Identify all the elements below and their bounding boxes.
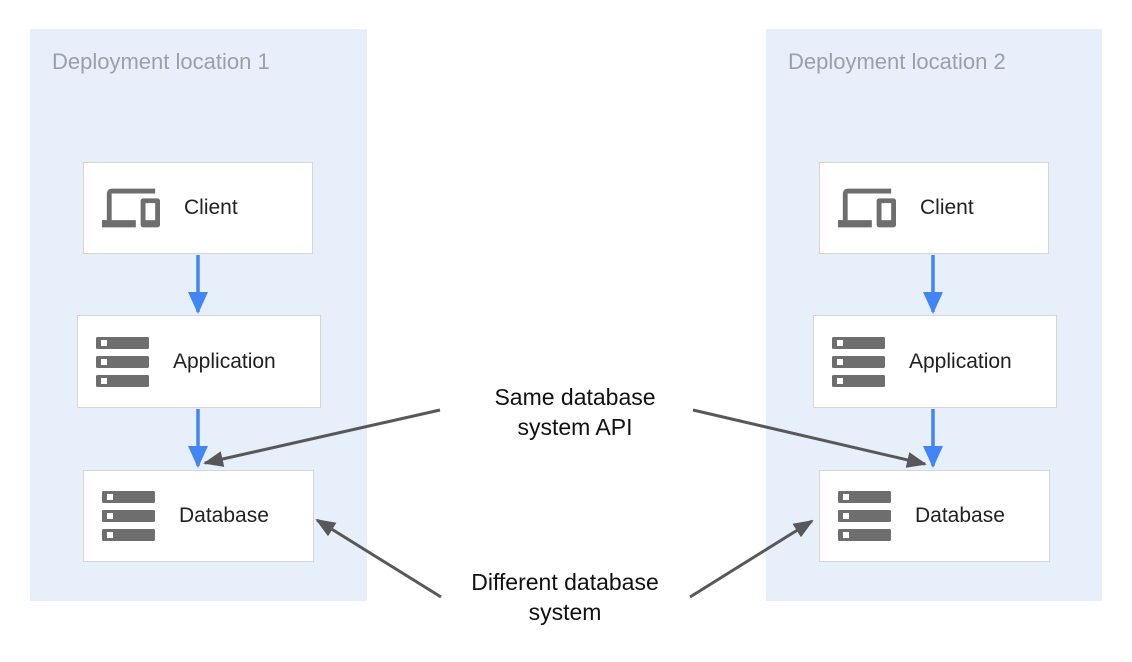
deployment-panel-1: Deployment location 1 Client <box>30 29 367 601</box>
server-stack-icon <box>96 336 149 387</box>
panel-title: Deployment location 1 <box>52 49 270 74</box>
annotation-line: Same database <box>494 384 656 410</box>
annotation-different-database-system: Different database system <box>445 567 685 627</box>
node-label: Database <box>915 504 1005 527</box>
node-database-1: Database <box>83 470 314 562</box>
annotation-line: system <box>528 599 602 625</box>
panel-title: Deployment location 2 <box>788 49 1006 74</box>
node-application-1: Application <box>77 315 321 408</box>
node-client-2: Client <box>819 162 1049 254</box>
annotation-line: system API <box>517 414 633 440</box>
server-stack-icon <box>838 491 891 541</box>
deployment-panel-2: Deployment location 2 Client <box>766 29 1102 601</box>
server-stack-icon <box>102 491 155 541</box>
devices-icon <box>102 179 160 237</box>
annotation-line: Different database <box>471 569 659 595</box>
node-label: Database <box>179 504 269 527</box>
node-database-2: Database <box>819 470 1050 562</box>
server-stack-icon <box>832 336 885 387</box>
node-application-2: Application <box>813 315 1057 408</box>
node-label: Client <box>184 196 238 219</box>
node-label: Client <box>920 196 974 219</box>
devices-icon <box>838 179 896 237</box>
node-client-1: Client <box>83 162 313 254</box>
annotation-same-database-api: Same database system API <box>455 382 695 442</box>
node-label: Application <box>173 349 276 373</box>
node-label: Application <box>909 349 1012 373</box>
